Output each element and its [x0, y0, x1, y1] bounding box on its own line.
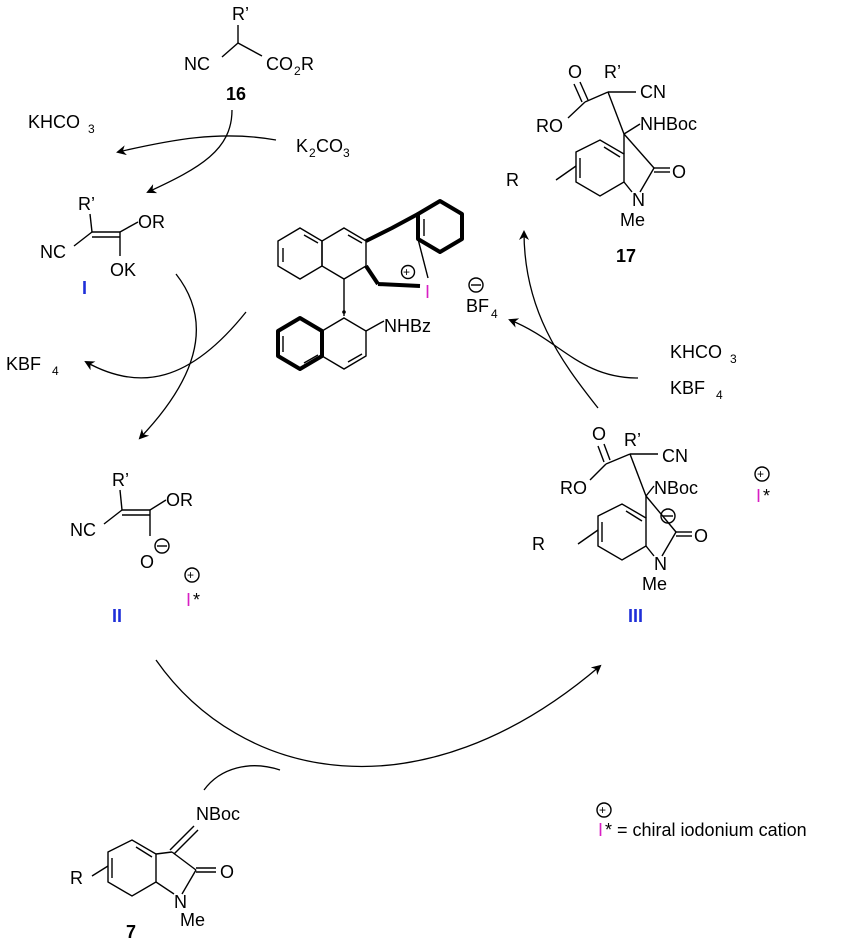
svg-text:*: * [193, 590, 200, 610]
svg-text:4: 4 [716, 388, 723, 402]
svg-text:R: R [70, 868, 83, 888]
svg-text:NBoc: NBoc [654, 478, 698, 498]
svg-text:3: 3 [88, 122, 95, 136]
svg-text:R: R [506, 170, 519, 190]
svg-text:NC: NC [184, 54, 210, 74]
intermediate-II: R’ NC OR O + I * II [70, 470, 200, 626]
compound-7: NBoc O N Me R 7 [70, 804, 240, 941]
svg-text:NHBoc: NHBoc [640, 114, 697, 134]
svg-text:R’: R’ [624, 430, 641, 450]
khco3-right-label: KHCO [670, 342, 722, 362]
chiral-iodonium-catalyst: I + NHBz BF 4 [276, 199, 498, 371]
svg-text:NC: NC [70, 520, 96, 540]
svg-text:RO: RO [536, 116, 563, 136]
compound-7-label: 7 [126, 922, 136, 941]
compound-17-label: 17 [616, 246, 636, 266]
svg-text:+: + [187, 568, 194, 582]
svg-text:R’: R’ [604, 62, 621, 82]
kbf4-left-label: KBF [6, 354, 41, 374]
svg-text:R’: R’ [78, 194, 95, 214]
intermediate-III-label: III [628, 606, 643, 626]
top-arrows [116, 109, 277, 194]
svg-text:CN: CN [640, 82, 666, 102]
left-arrows: KBF 4 [6, 273, 247, 440]
svg-text:4: 4 [491, 307, 498, 321]
svg-text:R’: R’ [112, 470, 129, 490]
compound-16-label: 16 [226, 84, 246, 104]
svg-text:N: N [632, 190, 645, 210]
svg-text:3: 3 [343, 146, 350, 160]
compound-16: R’ NC CO 2 R 16 [184, 4, 314, 104]
compound-17: O R’ CN RO NHBoc O N Me R 17 [506, 62, 697, 266]
svg-text:R’: R’ [232, 4, 249, 24]
svg-text:OR: OR [138, 212, 165, 232]
kbf4-right-label: KBF [670, 378, 705, 398]
intermediate-III: O R’ CN RO NBoc O N Me R + I * III [532, 424, 770, 626]
svg-text:I: I [186, 590, 191, 610]
svg-text:3: 3 [730, 352, 737, 366]
svg-text:+: + [403, 265, 410, 279]
svg-text:O: O [140, 552, 154, 572]
svg-text:+: + [757, 467, 764, 481]
intermediate-I: R’ NC OR OK I [40, 194, 165, 298]
svg-text:Me: Me [180, 910, 205, 930]
nhbz-group: NHBz [384, 316, 431, 336]
svg-text:O: O [694, 526, 708, 546]
svg-text:RO: RO [560, 478, 587, 498]
bf4-counterion: BF [466, 296, 489, 316]
svg-text:NC: NC [40, 242, 66, 262]
svg-text:Me: Me [642, 574, 667, 594]
legend-text: * = chiral iodonium cation [605, 820, 807, 840]
svg-text:2: 2 [309, 146, 316, 160]
svg-text:O: O [672, 162, 686, 182]
svg-text:CO: CO [316, 136, 343, 156]
iodine-atom: I [425, 282, 430, 302]
svg-text:O: O [592, 424, 606, 444]
svg-text:OK: OK [110, 260, 136, 280]
svg-text:N: N [174, 892, 187, 912]
khco3-top-label: KHCO [28, 112, 80, 132]
svg-text:I: I [756, 486, 761, 506]
right-upper-arrows: KHCO 3 KBF 4 [508, 230, 737, 409]
svg-text:Me: Me [620, 210, 645, 230]
top-reagents: KHCO 3 K 2 CO 3 [28, 112, 350, 160]
k2co3-label: K [296, 136, 308, 156]
svg-text:NBoc: NBoc [196, 804, 240, 824]
svg-text:R: R [532, 534, 545, 554]
intermediate-II-label: II [112, 606, 122, 626]
svg-text:CO: CO [266, 54, 293, 74]
svg-text:2: 2 [294, 64, 301, 78]
intermediate-I-label: I [82, 278, 87, 298]
svg-text:OR: OR [166, 490, 193, 510]
svg-text:O: O [220, 862, 234, 882]
bottom-arrows [155, 659, 602, 791]
svg-text:CN: CN [662, 446, 688, 466]
svg-text:N: N [654, 554, 667, 574]
svg-text:R: R [301, 54, 314, 74]
svg-text:O: O [568, 62, 582, 82]
legend-iodonium-symbol: I [598, 820, 603, 840]
svg-text:4: 4 [52, 364, 59, 378]
svg-text:*: * [763, 486, 770, 506]
svg-text:+: + [599, 803, 606, 817]
legend: + I * = chiral iodonium cation [596, 802, 807, 840]
